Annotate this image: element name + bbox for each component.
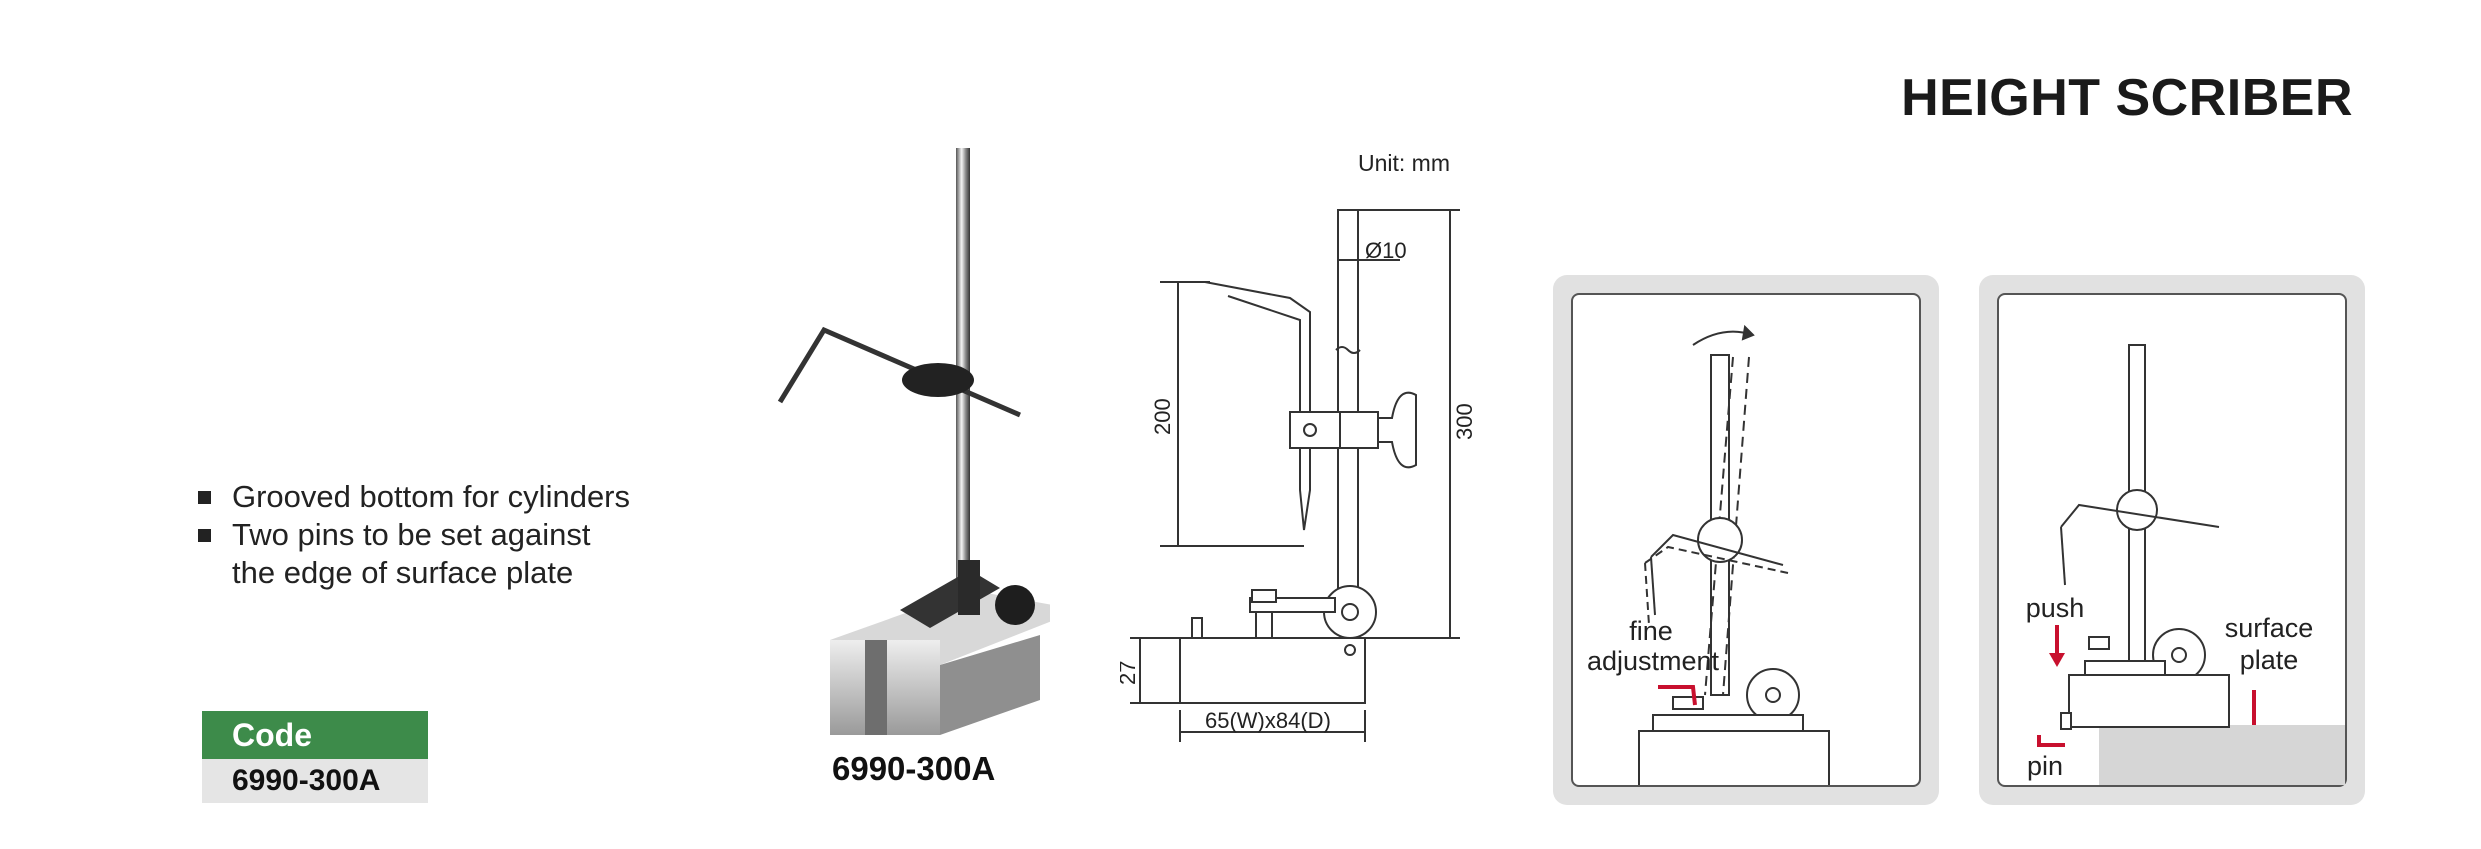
bullet-icon (198, 529, 211, 542)
fine-adjustment-panel: fine adjustment (1553, 275, 1939, 805)
surface-label: surface (2225, 613, 2314, 643)
code-table: Code 6990-300A (202, 711, 428, 803)
pin-label: pin (2027, 751, 2063, 781)
dimension-300: 300 (1452, 403, 1477, 440)
dimension-base: 65(W)x84(D) (1205, 708, 1331, 733)
feature-text: Grooved bottom for cylinders (232, 479, 631, 514)
feature-item: Two pins to be set against (198, 516, 630, 554)
push-label: push (2026, 593, 2085, 623)
adjustment-label: adjustment (1587, 646, 1720, 676)
unit-label: Unit: mm (1358, 150, 1450, 176)
plate-label: plate (2240, 645, 2299, 675)
page-title: HEIGHT SCRIBER (1901, 69, 2353, 127)
feature-item-continued: the edge of surface plate (198, 554, 630, 592)
diameter-label: Ø10 (1365, 238, 1407, 263)
fine-adjustment-illustration: fine adjustment (1587, 324, 1830, 785)
panel-frame (1571, 293, 1921, 787)
dimension-200: 200 (1150, 398, 1175, 435)
feature-text: the edge of surface plate (232, 555, 574, 590)
dimension-27: 27 (1120, 661, 1140, 685)
surface-plate-illustration: push surface plate pin (2026, 344, 2345, 785)
code-header: Code (202, 711, 428, 759)
feature-item: Grooved bottom for cylinders (198, 478, 630, 516)
surface-plate-panel: push surface plate pin (1979, 275, 2365, 805)
technical-drawing: Ø10 300 200 27 65(W)x84(D) (1120, 209, 1477, 742)
bullet-icon (198, 491, 211, 504)
code-value: 6990-300A (202, 759, 428, 803)
feature-text: Two pins to be set against (232, 517, 591, 552)
fine-label: fine (1629, 616, 1673, 646)
feature-list: Grooved bottom for cylinders Two pins to… (198, 478, 630, 592)
product-photo (777, 148, 1050, 735)
model-number: 6990-300A (832, 750, 996, 787)
